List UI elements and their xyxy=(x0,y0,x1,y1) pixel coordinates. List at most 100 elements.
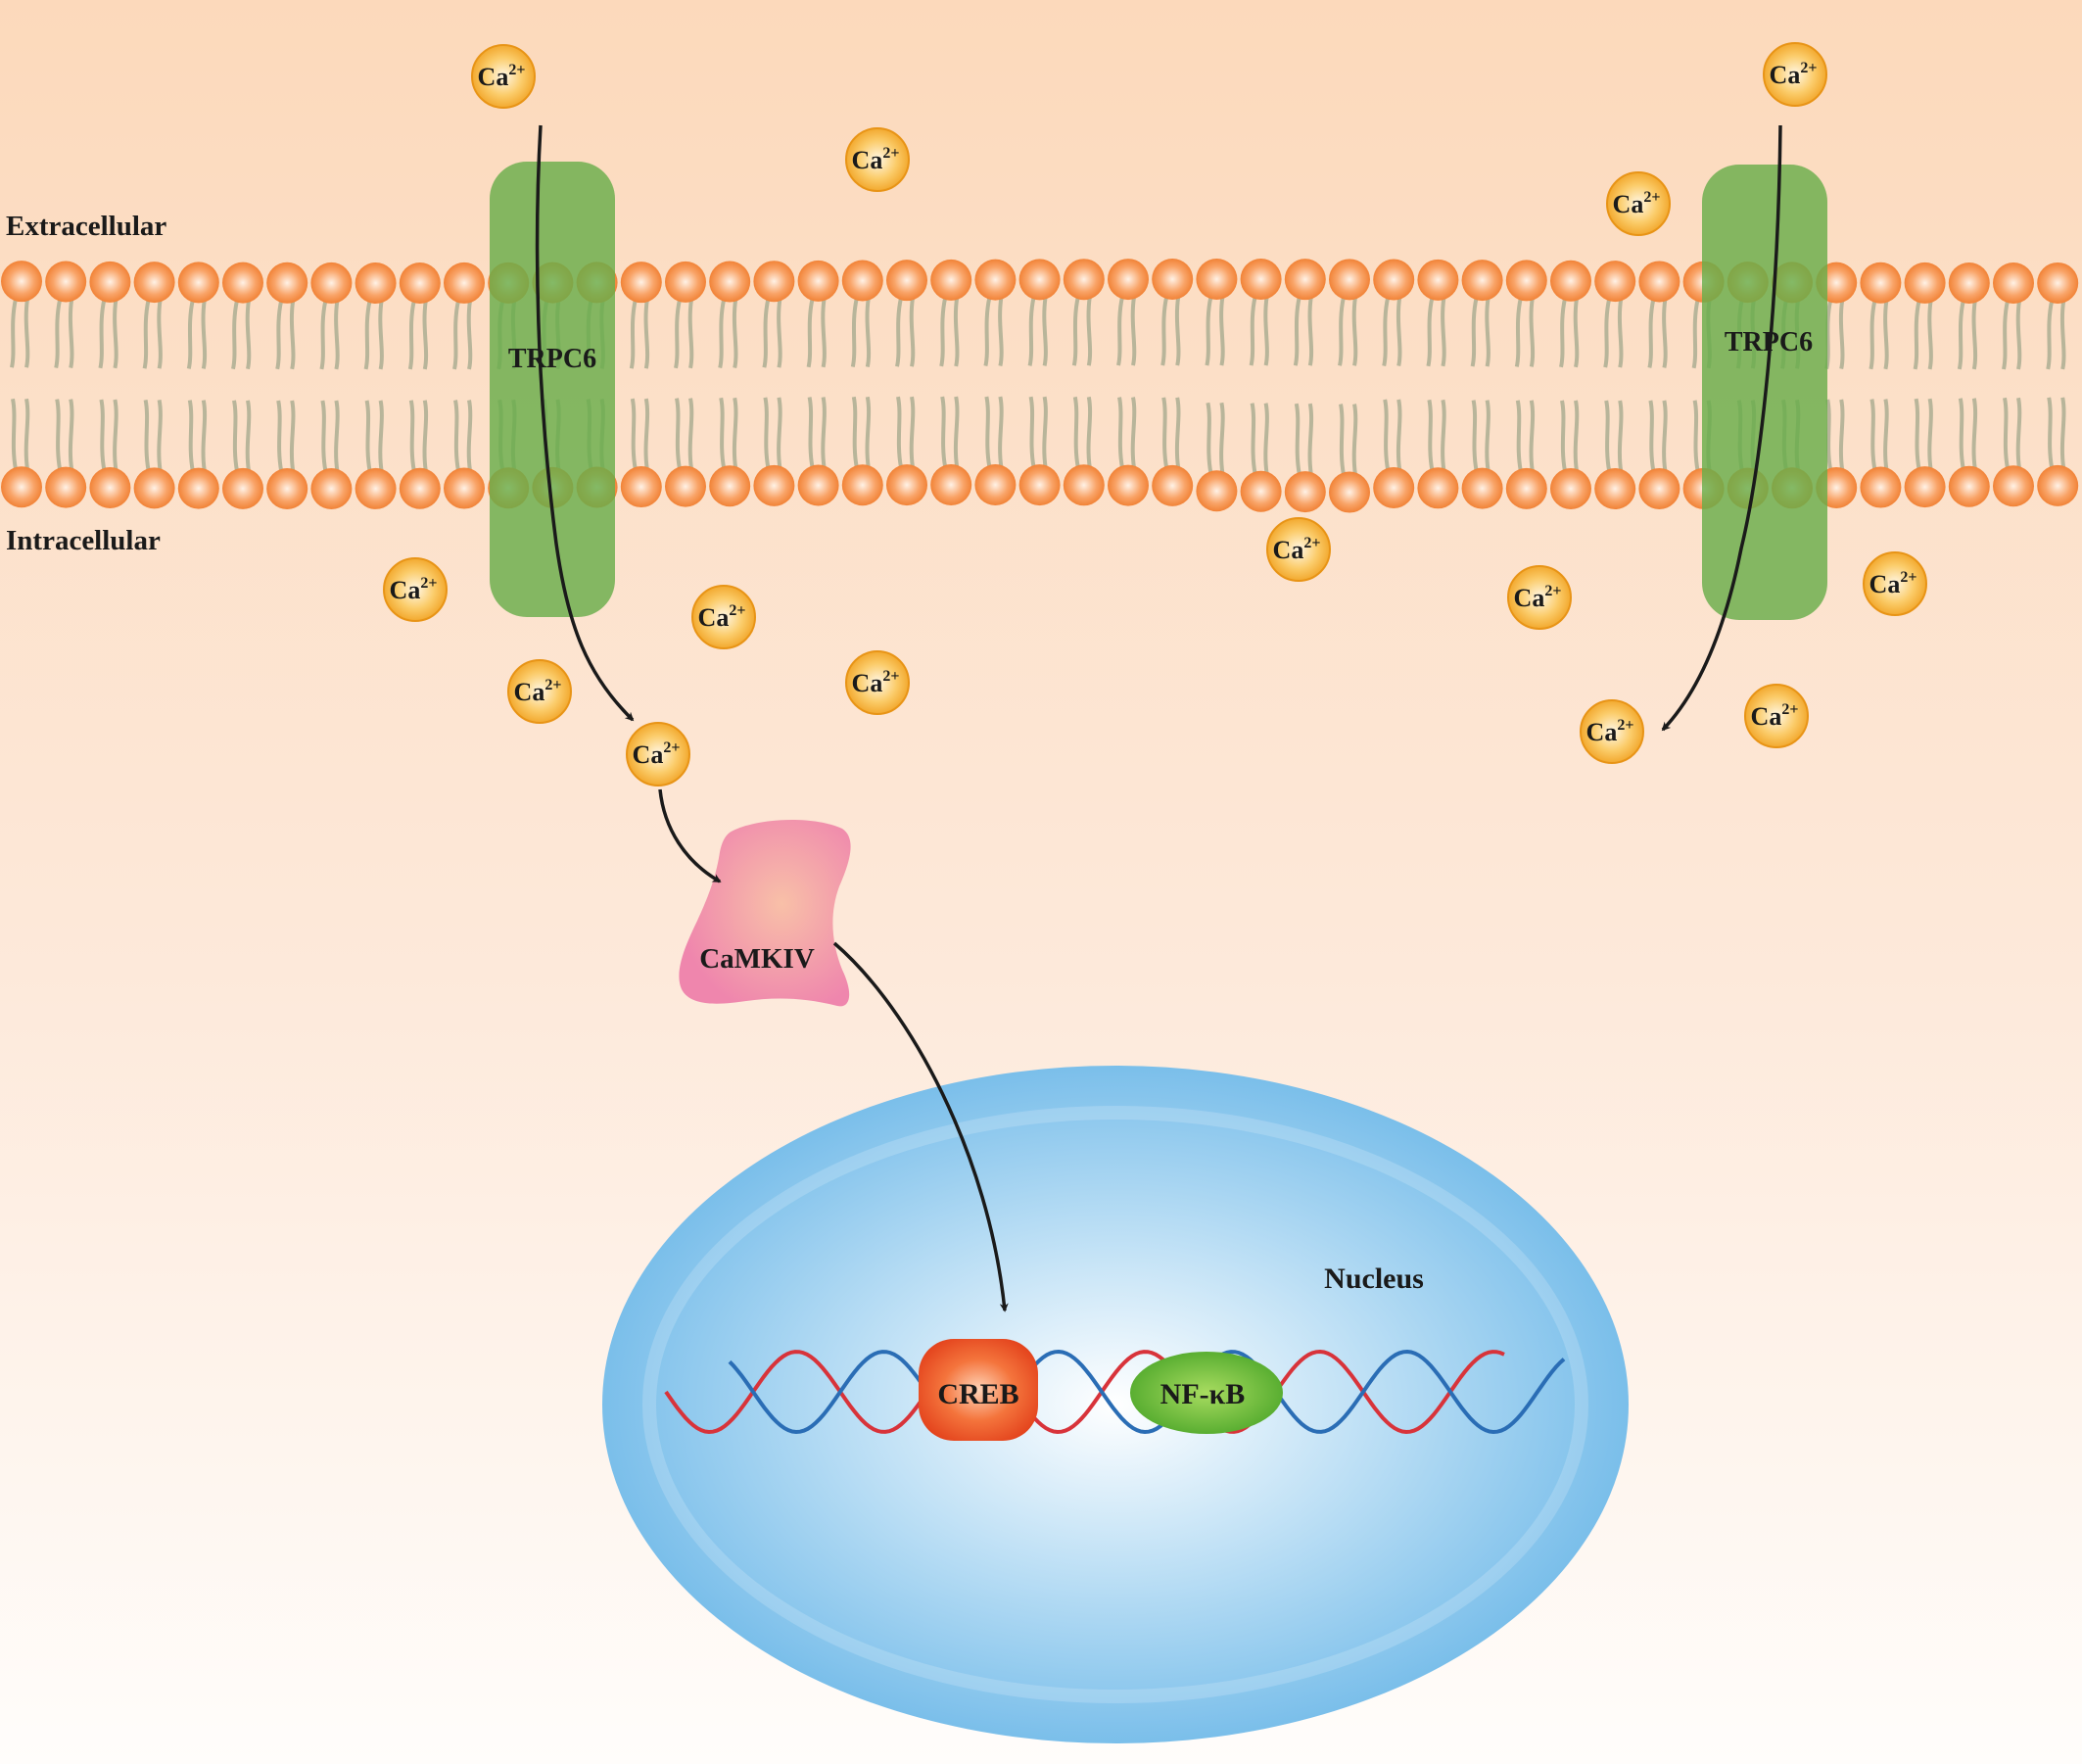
lipid-head-outer xyxy=(930,259,972,301)
nucleus-inner-rim xyxy=(642,1106,1588,1703)
nfkb-protein[interactable] xyxy=(1130,1352,1283,1434)
lipid-head-outer xyxy=(177,262,219,304)
lipid-head-outer xyxy=(1240,259,1282,301)
calcium-ion: Ca2+ xyxy=(1744,684,1809,748)
lipid-head-inner xyxy=(133,467,175,509)
intracellular-label: Intracellular xyxy=(6,525,161,556)
lipid-tail-outer xyxy=(1338,296,1358,366)
calcium-to-camkiv-arrow xyxy=(658,788,722,883)
calcium-ion: Ca2+ xyxy=(471,44,536,109)
lipid-tail-outer xyxy=(1647,299,1668,368)
calcium-ions: Ca2+Ca2+Ca2+Ca2+Ca2+Ca2+Ca2+Ca2+Ca2+Ca2+… xyxy=(383,42,1927,787)
calcium-ion: Ca2+ xyxy=(691,585,756,649)
lipid-tail-outer xyxy=(1205,296,1225,366)
lipid-tail-inner xyxy=(984,396,1004,468)
lipid-tail-outer xyxy=(1869,300,1889,370)
calcium-ion-label: Ca2+ xyxy=(698,602,746,632)
lipid-head-inner xyxy=(1152,464,1194,506)
lipid-tail-inner xyxy=(1869,399,1889,470)
lipid-tail-inner xyxy=(143,399,163,471)
lipid-head-outer xyxy=(1594,261,1636,303)
lipid-head-outer xyxy=(841,260,883,302)
lipid-head-inner xyxy=(886,464,927,506)
lipid-tail-outer xyxy=(1426,297,1446,367)
lipid-tail-inner xyxy=(55,399,74,470)
lipid-tail-outer xyxy=(1559,298,1580,368)
lipid-head-outer xyxy=(753,261,795,303)
lipid-head-outer xyxy=(1063,259,1105,301)
lipid-tail-outer xyxy=(1514,297,1536,367)
lipid-tail-outer xyxy=(762,298,782,368)
lipid-head-outer xyxy=(1550,260,1591,302)
lipid-head-outer xyxy=(665,261,706,303)
lipid-head-outer xyxy=(1461,260,1503,302)
lipid-tail-inner xyxy=(1648,400,1668,472)
lipid-tail-inner xyxy=(1206,402,1225,474)
lipid-head-outer xyxy=(1993,262,2034,304)
lipid-tail-inner xyxy=(940,396,960,468)
calcium-ion: Ca2+ xyxy=(1266,517,1331,582)
lipid-tail-inner xyxy=(1339,404,1358,475)
lipid-tail-inner xyxy=(1250,403,1269,475)
lipid-head-inner xyxy=(665,465,706,507)
lipid-tail-inner xyxy=(453,400,473,471)
calcium-ion: Ca2+ xyxy=(1863,551,1927,616)
lipid-head-outer xyxy=(266,262,308,304)
camkiv-kinase[interactable] xyxy=(679,819,851,1007)
lipid-tail-outer xyxy=(1957,300,1978,370)
lipid-tail-inner xyxy=(2047,397,2066,469)
lipid-head-outer xyxy=(1948,262,1990,304)
lipid-tail-outer xyxy=(806,298,827,368)
lipid-tail-inner xyxy=(1117,397,1137,468)
lipid-tail-outer xyxy=(2046,300,2066,370)
calcium-ion-label: Ca2+ xyxy=(1273,535,1321,564)
lipid-head-outer xyxy=(133,262,175,304)
lipid-tail-inner xyxy=(1028,396,1048,468)
lipid-head-inner xyxy=(709,465,751,507)
lipid-head-outer xyxy=(310,262,353,304)
lipid-tail-inner xyxy=(11,398,30,470)
dna-strand-blue xyxy=(728,1349,1566,1435)
lipid-tail-inner xyxy=(1471,400,1491,471)
calcium-ion-label: Ca2+ xyxy=(852,668,900,697)
calcium-ion-label: Ca2+ xyxy=(478,62,526,91)
lipid-tail-outer xyxy=(452,300,473,370)
lipid-tail-outer xyxy=(1382,297,1402,366)
trpc6-channel-left[interactable] xyxy=(490,162,615,617)
nucleus[interactable] xyxy=(602,1066,1629,1743)
lipid-head-inner xyxy=(45,466,87,508)
lipid-head-outer xyxy=(886,260,927,302)
lipid-head-outer xyxy=(2037,262,2079,304)
calcium-ion: Ca2+ xyxy=(1580,699,1644,764)
lipid-tail-outer xyxy=(319,300,340,370)
lipid-tail-outer xyxy=(1027,296,1048,366)
dna-strand-red xyxy=(664,1349,1505,1435)
lipid-tail-outer xyxy=(718,299,738,368)
lipid-tail-outer xyxy=(142,299,163,369)
lipid-tail-inner xyxy=(1604,400,1624,472)
lipid-tail-inner xyxy=(1914,398,1933,470)
lipid-tail-inner xyxy=(1294,403,1314,475)
lipid-head-inner xyxy=(1860,466,1902,508)
calcium-ion-label: Ca2+ xyxy=(1586,717,1634,746)
lipid-tail-outer xyxy=(629,299,650,369)
trpc6-label-left: TRPC6 xyxy=(508,344,596,374)
lipid-head-inner xyxy=(620,466,662,508)
lipid-tail-outer xyxy=(674,299,694,369)
creb-label: CREB xyxy=(937,1378,1018,1410)
lipid-tail-inner xyxy=(675,398,694,469)
lipid-tail-outer xyxy=(186,299,208,369)
lipid-tail-inner xyxy=(1072,396,1093,468)
lipid-tail-outer xyxy=(1071,296,1093,366)
lipid-head-outer xyxy=(1,261,42,303)
calcium-ion-label: Ca2+ xyxy=(1514,583,1562,612)
lipid-head-outer xyxy=(1196,259,1238,301)
lipid-head-outer xyxy=(1417,259,1459,301)
lipid-head-inner xyxy=(1461,467,1503,509)
lipid-head-inner xyxy=(841,464,883,506)
lipid-tail-outer xyxy=(10,298,30,368)
lipid-head-inner xyxy=(222,467,263,509)
creb-protein[interactable] xyxy=(919,1339,1038,1441)
lipid-head-inner xyxy=(1904,466,1946,508)
